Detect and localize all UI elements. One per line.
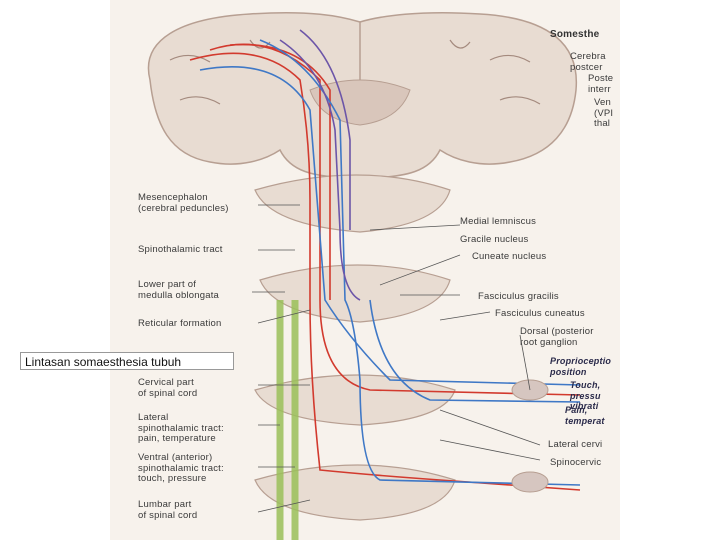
label-cervical-cord: Cervical part of spinal cord [138, 377, 198, 399]
mesencephalon-section [254, 174, 451, 233]
illustration-plate: Mesencephalon (cerebral peduncles) Spino… [110, 0, 620, 540]
label-ventral-spinothalamic: Ventral (anterior) spinothalamic tract: … [138, 452, 224, 484]
label-fasciculus-cuneatus: Fasciculus cuneatus [495, 308, 585, 319]
red-fibers [189, 43, 581, 491]
label-mesencephalon: Mesencephalon (cerebral peduncles) [138, 192, 229, 214]
caption-box: Lintasan somaesthesia tubuh [20, 352, 234, 370]
label-lower-medulla: Lower part of medulla oblongata [138, 279, 220, 301]
label-proprioception: Proprioceptio position [550, 356, 612, 377]
dorsal-root-ganglia [511, 379, 549, 493]
blue-fibers [199, 39, 581, 486]
label-posterior-internal: Poste interr [588, 73, 614, 95]
label-medial-lemniscus: Medial lemniscus [460, 216, 537, 227]
label-gracile-nucleus: Gracile nucleus [460, 234, 529, 245]
brain-coronal-section [147, 11, 578, 179]
label-reticular-formation: Reticular formation [138, 318, 222, 329]
spinothalamic-tract-green [276, 300, 299, 540]
label-spinocervical: Spinocervic [550, 457, 602, 468]
label-dorsal-root-ganglion: Dorsal (posterior root ganglion [520, 326, 594, 348]
label-touch-pressure: Touch, pressu vibrati [570, 380, 601, 411]
label-lateral-spinothalamic: Lateral spinothalamic tract: pain, tempe… [138, 412, 224, 444]
label-lumbar-cord: Lumbar part of spinal cord [138, 499, 198, 521]
label-ventral-thalamus: Ven (VPI thal [594, 97, 614, 129]
label-header: Somesthe [550, 29, 600, 40]
purple-fibers [279, 29, 361, 301]
cervical-cord-section [254, 374, 456, 426]
label-cuneate-nucleus: Cuneate nucleus [472, 251, 547, 262]
label-spinothalamic-tract: Spinothalamic tract [138, 244, 223, 255]
label-cerebral-postcentral: Cerebra postcer [570, 51, 606, 73]
leader-lines [252, 204, 541, 513]
medulla-section [259, 264, 451, 323]
label-lateral-cervical: Lateral cervi [548, 439, 603, 450]
somatosensory-pathway-diagram [147, 11, 581, 540]
label-fasciculus-gracilis: Fasciculus gracilis [478, 291, 559, 302]
label-pain-temperature: Pain, temperat [565, 405, 605, 426]
